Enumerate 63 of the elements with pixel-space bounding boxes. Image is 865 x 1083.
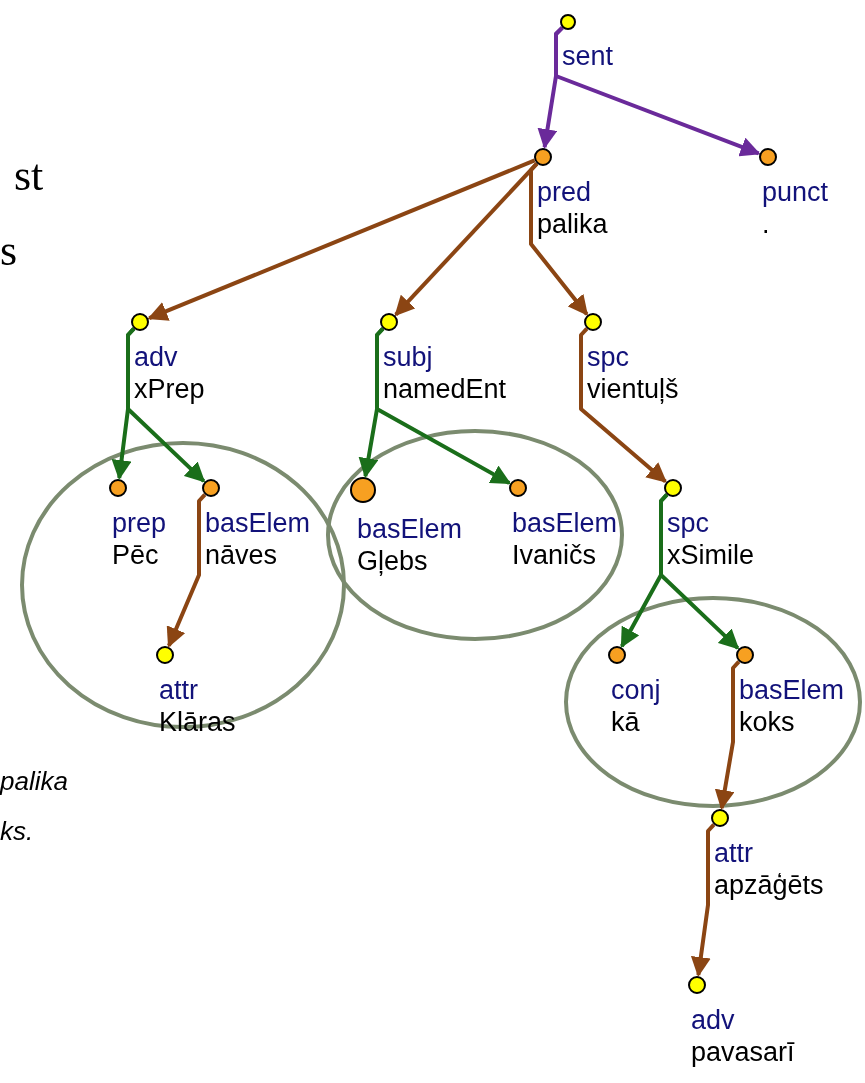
word-label: . bbox=[762, 208, 770, 240]
word-label: pavasarī bbox=[691, 1036, 795, 1068]
dependency-arrow bbox=[166, 493, 207, 648]
word-label: xSimile bbox=[667, 539, 754, 571]
group-ellipse bbox=[325, 428, 625, 642]
dependency-arrow bbox=[579, 327, 667, 483]
tree-node-dot bbox=[736, 646, 754, 664]
text-fragment: s bbox=[0, 225, 18, 276]
tree-node-dot bbox=[664, 479, 682, 497]
text-fragment: st bbox=[14, 150, 44, 201]
relation-label: prep bbox=[112, 507, 167, 539]
relation-label: spc bbox=[587, 341, 630, 373]
tree-node-dot bbox=[711, 809, 729, 827]
tree-node-dot bbox=[560, 14, 576, 30]
dependency-arrow bbox=[690, 823, 716, 978]
relation-label: spc bbox=[667, 507, 710, 539]
text-fragment: palika bbox=[0, 766, 68, 797]
group-ellipse bbox=[19, 440, 347, 730]
tree-node-dot bbox=[509, 479, 527, 497]
relation-label: basElem bbox=[205, 507, 311, 539]
dependency-arrow bbox=[529, 162, 589, 316]
dependency-arrow bbox=[375, 327, 511, 485]
relation-label: sent bbox=[562, 40, 614, 72]
text-fragment: ks. bbox=[0, 816, 34, 847]
tree-node-dot bbox=[131, 313, 149, 331]
dependency-arrow bbox=[147, 158, 536, 321]
tree-node-dot bbox=[109, 479, 127, 497]
dependency-arrow bbox=[659, 493, 740, 650]
relation-label: basElem bbox=[512, 507, 618, 539]
group-ellipse bbox=[563, 595, 863, 809]
tree-node-dot bbox=[156, 646, 174, 664]
relation-label: basElem bbox=[357, 513, 463, 545]
relation-label: adv bbox=[134, 341, 178, 373]
dependency-arrow bbox=[554, 26, 761, 157]
word-label: koks bbox=[739, 706, 795, 738]
word-label: Ivaničs bbox=[512, 539, 597, 571]
tree-node-dot bbox=[584, 313, 602, 331]
word-label: Gļebs bbox=[357, 545, 428, 577]
relation-label: basElem bbox=[739, 674, 845, 706]
dependency-arrow bbox=[714, 660, 741, 811]
word-label: palika bbox=[537, 208, 608, 240]
word-label: vientuļš bbox=[587, 373, 679, 405]
word-label: namedEnt bbox=[383, 373, 507, 405]
relation-label: conj bbox=[611, 674, 661, 706]
word-label: xPrep bbox=[134, 373, 205, 405]
word-label: nāves bbox=[205, 539, 278, 571]
word-label: Pēc bbox=[112, 539, 159, 571]
tree-node-dot bbox=[534, 148, 552, 166]
relation-label: attr bbox=[159, 674, 198, 706]
dependency-arrow bbox=[126, 327, 206, 483]
relation-label: adv bbox=[691, 1004, 735, 1036]
word-label: apzāģēts bbox=[714, 869, 824, 901]
word-label: kā bbox=[611, 706, 640, 738]
tree-node-dot bbox=[608, 646, 626, 664]
relation-label: subj bbox=[383, 341, 433, 373]
tree-node-dot bbox=[688, 976, 706, 994]
tree-node-dot bbox=[202, 479, 220, 497]
tree-node-dot bbox=[380, 313, 398, 331]
relation-label: pred bbox=[537, 176, 592, 208]
tree-node-dot bbox=[759, 148, 777, 166]
relation-label: attr bbox=[714, 837, 753, 869]
relation-label: punct bbox=[762, 176, 829, 208]
tree-node-dot bbox=[350, 477, 376, 503]
